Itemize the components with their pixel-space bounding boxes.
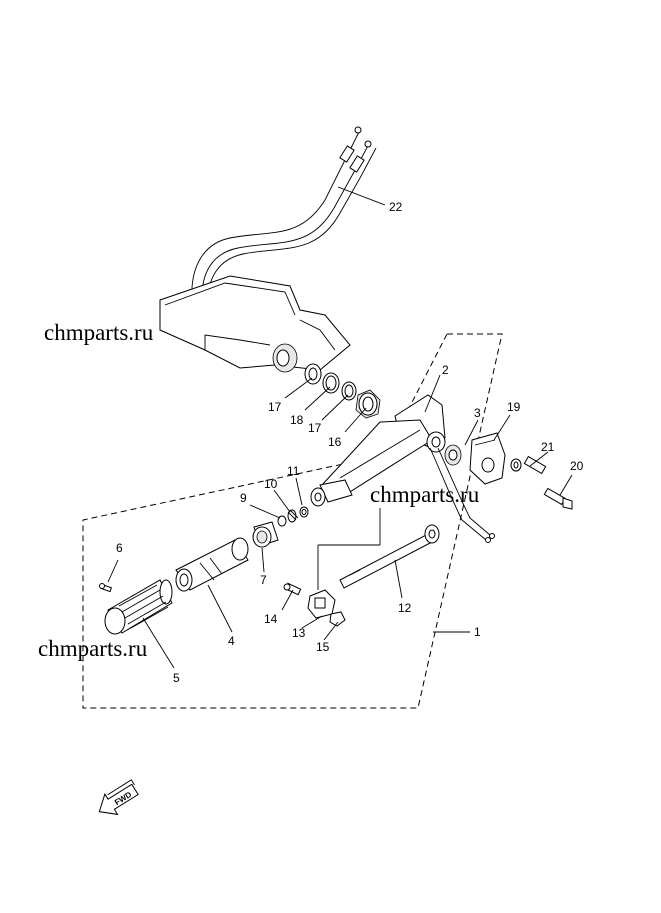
- part-label-21: 21: [541, 440, 555, 454]
- friction-parts: [277, 506, 309, 527]
- part-label-17a: 17: [268, 400, 282, 414]
- watermark-text: chmparts.ru: [370, 482, 480, 507]
- part-label-20: 20: [570, 459, 584, 473]
- part-label-13: 13: [292, 626, 306, 640]
- part-label-18: 18: [290, 413, 304, 427]
- tiller-arm: [310, 394, 495, 543]
- part-label-16: 16: [328, 435, 342, 449]
- part-label-14: 14: [264, 612, 278, 626]
- part-label-6: 6: [116, 541, 123, 555]
- part-label-19: 19: [507, 400, 521, 414]
- throttle-sleeve-4: [175, 537, 249, 592]
- part-label-7: 7: [260, 573, 267, 587]
- part-label-5: 5: [173, 671, 180, 685]
- bolt-set-20-21: [510, 455, 573, 510]
- bracket-19: [469, 432, 506, 485]
- grip-5: [104, 579, 173, 635]
- part-label-1: 1: [474, 625, 481, 639]
- watermark-text: chmparts.ru: [38, 636, 148, 661]
- part-label-15: 15: [316, 640, 330, 654]
- part-label-12: 12: [398, 601, 412, 615]
- part-label-4: 4: [228, 634, 235, 648]
- leader-lines: [107, 186, 573, 669]
- cable-holder-set: [283, 582, 346, 627]
- control-housing: [159, 275, 351, 373]
- collar-7: [252, 521, 279, 548]
- fwd-arrow-icon: FWD: [98, 779, 139, 816]
- shaft-12: [339, 524, 440, 589]
- washer-3: [444, 444, 462, 466]
- watermark-text: chmparts.ru: [44, 320, 154, 345]
- part-label-17b: 17: [308, 421, 322, 435]
- part-label-11: 11: [287, 464, 300, 478]
- part-label-3: 3: [474, 406, 481, 420]
- part-label-2: 2: [442, 363, 449, 377]
- part-label-22: 22: [389, 200, 403, 214]
- part-label-9: 9: [240, 491, 247, 505]
- part-label-10: 10: [264, 477, 278, 491]
- screw-6: [99, 583, 113, 593]
- bushing-set: [304, 363, 381, 419]
